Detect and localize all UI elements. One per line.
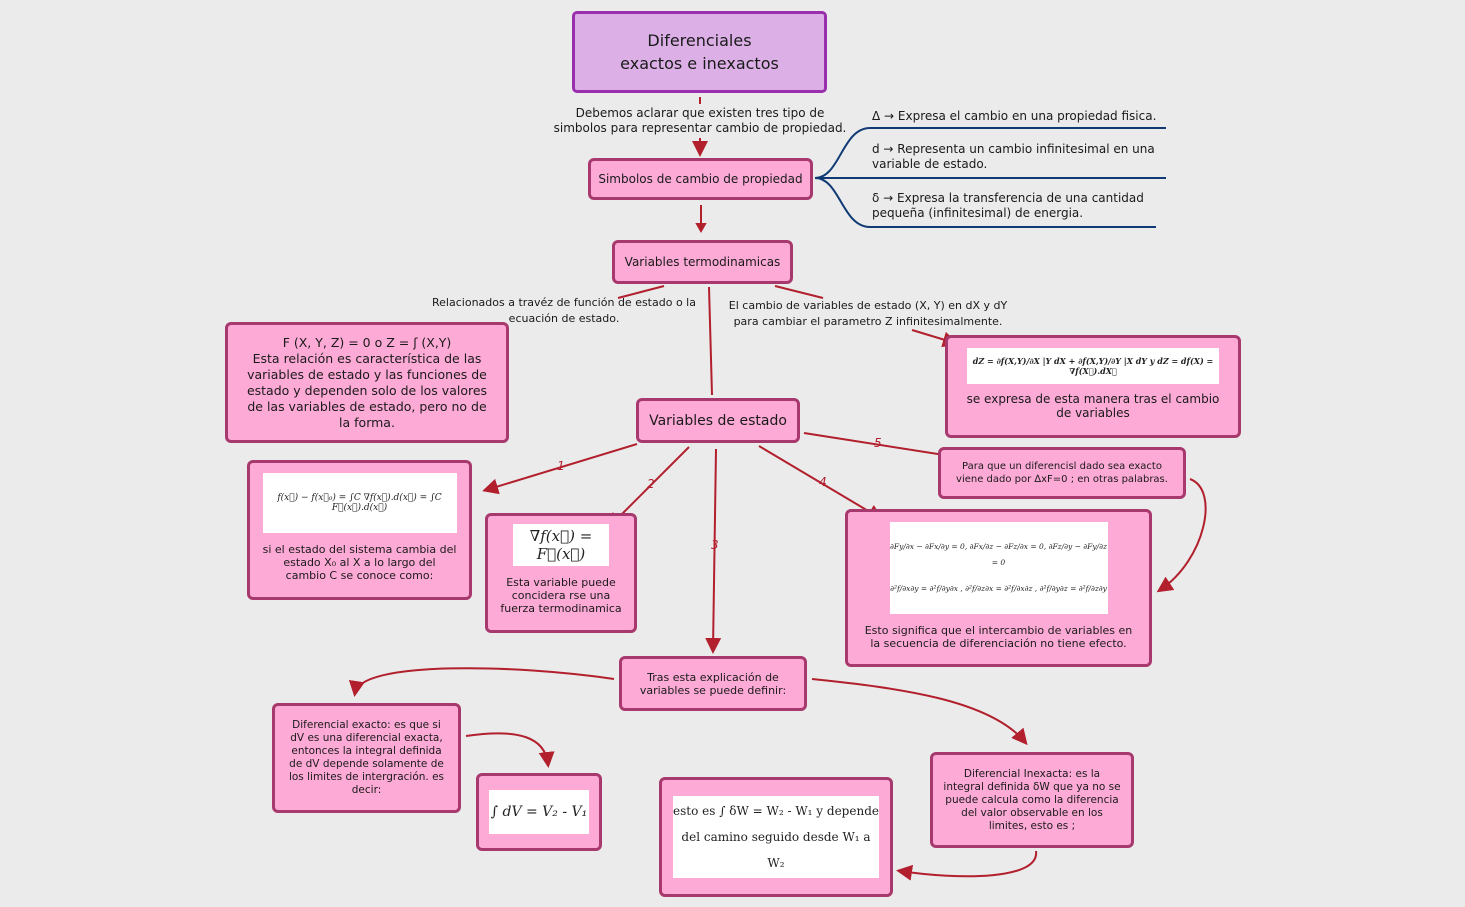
connector-thermo-state bbox=[708, 286, 713, 396]
inexact-formula: esto es ∫ δW = W₂ - W₁ y depende del cam… bbox=[673, 796, 879, 878]
define-node: Tras esta explicación de variables se pu… bbox=[619, 656, 807, 711]
arrow-inexact-formula bbox=[896, 850, 1038, 881]
symbol-d: d → Representa un cambio infinitesimal e… bbox=[872, 142, 1155, 171]
mixed-partials-text: Esto significa que el intercambio de var… bbox=[864, 624, 1133, 650]
branch-number-2: 2 bbox=[647, 477, 655, 491]
exact-condition-box: Para que un diferencisl dado sea exacto … bbox=[938, 447, 1186, 499]
dz-box-text: se expresa de esta manera tras el cambio… bbox=[966, 392, 1220, 420]
inexact-differential-text: Diferencial Inexacta: es la integral def… bbox=[943, 767, 1121, 832]
symbols-node: Simbolos de cambio de propiedad bbox=[588, 158, 813, 200]
dz-box: dZ = ∂f(X,Y)/∂X |Y dX + ∂f(X,Y)/∂Y |X dY… bbox=[945, 335, 1241, 438]
state-variables-label: Variables de estado bbox=[649, 412, 787, 429]
path-integral-box: f(x⃗) − f(x⃗₀) = ∫C ∇f(x⃗).d(x⃗) = ∫C F⃗… bbox=[247, 460, 472, 600]
arrow-define-inexact bbox=[811, 678, 1028, 746]
state-equation-line: F (X, Y, Z) = 0 o Z = ʃ (X,Y) bbox=[282, 334, 452, 350]
inexact-formula-line2: del camino seguido desde W₁ a W₂ bbox=[681, 830, 871, 870]
path-integral-text: si el estado del sistema cambia del esta… bbox=[262, 543, 457, 582]
gradient-text: Esta variable puede concidera rse una fu… bbox=[500, 576, 622, 615]
symbols-node-label: Simbolos de cambio de propiedad bbox=[598, 172, 803, 186]
branch-number-1: 1 bbox=[557, 459, 565, 473]
thermo-node-label: Variables termodinamicas bbox=[624, 255, 781, 269]
symbols-bracket bbox=[814, 127, 1166, 228]
title-node: Diferenciales exactos e inexactos bbox=[572, 11, 827, 93]
arrow-exact-formula bbox=[465, 732, 555, 768]
state-variables-node: Variables de estado bbox=[636, 398, 800, 443]
arrow-define-exact bbox=[348, 667, 615, 697]
state-equation-text: Esta relación es característica de las v… bbox=[246, 350, 488, 430]
branch-number-3: 3 bbox=[711, 538, 719, 552]
symbol-delta-small: δ → Expresa la transferencia de una cant… bbox=[872, 191, 1144, 220]
symbol-delta: Δ → Expresa el cambio en una propiedad f… bbox=[872, 109, 1157, 123]
mixed-partials-row2: ∂²f/∂x∂y = ∂²f/∂y∂x , ∂²f/∂z∂x = ∂²f/∂x∂… bbox=[890, 584, 1107, 593]
title-text: Diferenciales exactos e inexactos bbox=[620, 31, 779, 73]
exact-differential-text: Diferencial exacto: es que si dV es una … bbox=[288, 719, 445, 796]
exact-differential-box: Diferencial exacto: es que si dV es una … bbox=[272, 703, 461, 813]
path-integral-formula: f(x⃗) − f(x⃗₀) = ∫C ∇f(x⃗).d(x⃗) = ∫C F⃗… bbox=[262, 473, 457, 533]
exact-formula: ∫ dV = V₂ - V₁ bbox=[489, 790, 589, 834]
thermo-node: Variables termodinamicas bbox=[612, 240, 793, 284]
arrow-branch-5 bbox=[803, 432, 961, 464]
inexact-differential-box: Diferencial Inexacta: es la integral def… bbox=[930, 752, 1134, 848]
gradient-formula: ∇f(x⃗) = F⃗(x⃗) bbox=[513, 524, 609, 566]
define-node-label: Tras esta explicación de variables se pu… bbox=[639, 670, 787, 697]
state-equation-box: F (X, Y, Z) = 0 o Z = ʃ (X,Y) Esta relac… bbox=[225, 322, 509, 443]
connector-thermo-left bbox=[617, 285, 665, 299]
arrow-branch-2 bbox=[607, 446, 690, 529]
exact-condition-text: Para que un diferencisl dado sea exacto … bbox=[956, 461, 1168, 485]
mixed-partials-formula: ∂Fy/∂x − ∂Fx/∂y = 0, ∂Fx/∂z − ∂Fz/∂x = 0… bbox=[889, 522, 1108, 614]
branch-number-4: 4 bbox=[819, 475, 827, 489]
arrow-branch-1 bbox=[482, 443, 638, 495]
mixed-partials-row1: ∂Fy/∂x − ∂Fx/∂y = 0, ∂Fx/∂z − ∂Fz/∂x = 0… bbox=[890, 542, 1107, 567]
inexact-formula-box: esto es ∫ δW = W₂ - W₁ y depende del cam… bbox=[659, 777, 893, 897]
arrow-branch-4 bbox=[758, 445, 884, 521]
intro-note: Debemos aclarar que existen tres tipo de… bbox=[553, 106, 847, 135]
branch-number-5: 5 bbox=[874, 436, 882, 450]
right-note: El cambio de variables de estado (X, Y) … bbox=[728, 299, 1008, 328]
arrow-box5-box4 bbox=[1156, 478, 1207, 593]
inexact-formula-line1: esto es ∫ δW = W₂ - W₁ y depende bbox=[673, 804, 879, 818]
arrow-branch-3 bbox=[705, 448, 722, 654]
mixed-partials-box: ∂Fy/∂x − ∂Fx/∂y = 0, ∂Fx/∂z − ∂Fz/∂x = 0… bbox=[845, 509, 1152, 667]
gradient-box: ∇f(x⃗) = F⃗(x⃗) Esta variable puede conc… bbox=[485, 513, 637, 633]
dz-formula: dZ = ∂f(X,Y)/∂X |Y dX + ∂f(X,Y)/∂Y |X dY… bbox=[967, 348, 1219, 384]
connector-thermo-right bbox=[774, 285, 824, 299]
exact-formula-box: ∫ dV = V₂ - V₁ bbox=[476, 773, 602, 851]
left-note: Relacionados a travéz de función de esta… bbox=[432, 296, 696, 325]
